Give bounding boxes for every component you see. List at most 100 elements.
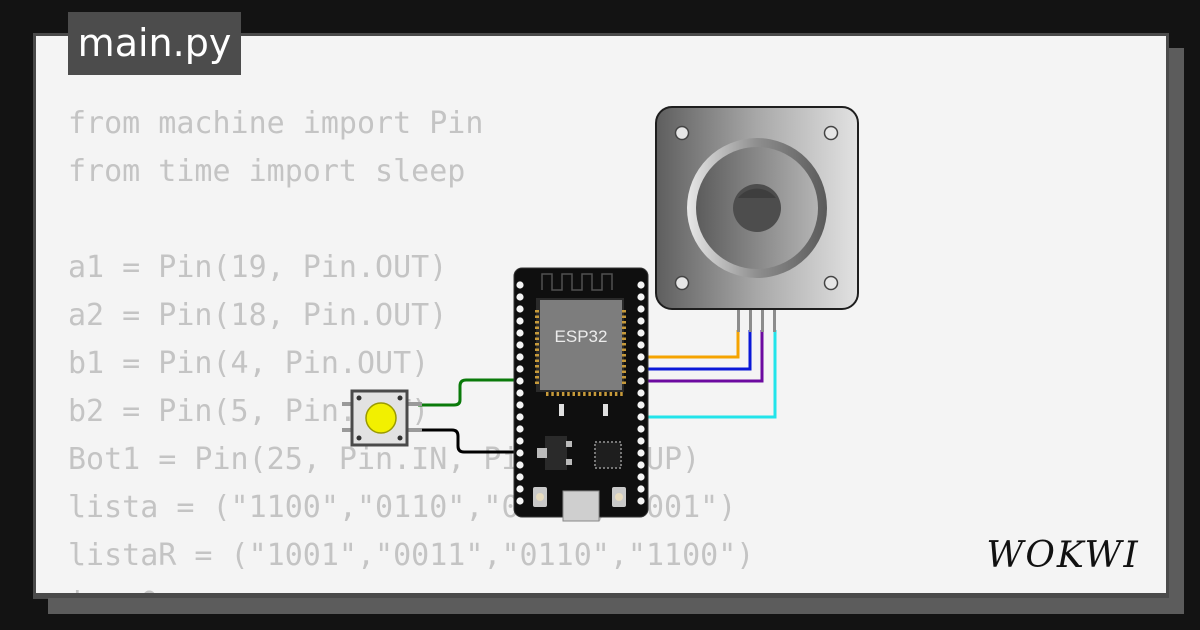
header-pin (516, 485, 524, 493)
header-pin (637, 317, 645, 325)
code-line: a2 = Pin(18, Pin.OUT) (68, 298, 448, 333)
module-contact (535, 315, 539, 318)
header-pin (516, 353, 524, 361)
module-contact (622, 365, 626, 368)
header-pin (637, 329, 645, 337)
header-pin (516, 437, 524, 445)
wires (418, 330, 777, 454)
wire-stepper-a2 (641, 330, 752, 371)
frame-bottom-bg (0, 614, 1200, 630)
code-line: b1 = Pin(4, Pin.OUT) (68, 346, 430, 381)
module-contact (583, 392, 586, 396)
module-contact (535, 354, 539, 357)
header-pin (516, 461, 524, 469)
module-contact (622, 310, 626, 313)
code-line: Bot1 = Pin(25, Pin.IN, Pin.PULL_UP) (68, 442, 701, 477)
header-pin (637, 353, 645, 361)
header-pin (637, 449, 645, 457)
wire-stepper-b1 (641, 330, 764, 383)
module-contact (535, 310, 539, 313)
module-contact (535, 343, 539, 346)
module-contact (535, 376, 539, 379)
module-contact (622, 321, 626, 324)
code-line: a1 = Pin(19, Pin.OUT) (68, 250, 448, 285)
header-pin (516, 425, 524, 433)
frame-bottom-shadow (48, 598, 1184, 614)
module-contact (535, 326, 539, 329)
wire-stepper-a1 (641, 330, 740, 359)
module-contact (622, 376, 626, 379)
wire-stepper-b2 (641, 330, 777, 419)
header-pin (516, 281, 524, 289)
header-pin (637, 293, 645, 301)
code-line: listaR = ("1001","0011","0110","1100") (68, 538, 755, 573)
module-contact (551, 392, 554, 396)
module-contact (535, 365, 539, 368)
code-editor[interactable]: from machine import Pin from time import … (68, 100, 754, 628)
code-line: from time import sleep (68, 154, 466, 189)
button-cap (365, 402, 397, 434)
header-pin (637, 305, 645, 313)
module-contact (622, 343, 626, 346)
header-pin (516, 341, 524, 349)
module-contact (622, 348, 626, 351)
header-pin (516, 473, 524, 481)
header-pin (516, 449, 524, 457)
header-pin (637, 485, 645, 493)
module-contact (535, 348, 539, 351)
module-contact (561, 392, 565, 396)
module-contact (577, 392, 581, 396)
module-contact (622, 337, 626, 340)
module-contact (567, 392, 570, 396)
header-pin (637, 473, 645, 481)
pushbutton[interactable] (342, 389, 422, 447)
module-contact (604, 392, 607, 396)
header-pin (637, 413, 645, 421)
header-pin (516, 329, 524, 337)
board-label: ESP32 (555, 327, 608, 346)
header-pin (637, 377, 645, 385)
esp32-board[interactable]: ESP32 (513, 267, 649, 522)
wire-button-signal (418, 378, 520, 407)
header-pin (637, 425, 645, 433)
stepper-motor[interactable] (655, 106, 859, 332)
header-pin (637, 365, 645, 373)
header-pin (637, 281, 645, 289)
header-pin (516, 293, 524, 301)
frame-bottom (33, 593, 1169, 598)
module-contact (535, 359, 539, 362)
module-contact (622, 332, 626, 335)
header-pin (516, 401, 524, 409)
module-contact (622, 326, 626, 329)
module-contact (556, 392, 560, 396)
module-contact (535, 337, 539, 340)
module-contact (593, 392, 597, 396)
header-pin (516, 365, 524, 373)
header-pin (516, 317, 524, 325)
filename-tab[interactable]: main.py (68, 12, 241, 75)
module-contact (622, 381, 626, 384)
module-contact (620, 392, 623, 396)
header-pin (516, 377, 524, 385)
wire-button-ground (418, 428, 520, 454)
module-contact (535, 332, 539, 335)
module-contact (622, 359, 626, 362)
code-line: lista = ("1100","0110","0011","1001") (68, 490, 737, 525)
code-line: from machine import Pin (68, 106, 484, 141)
header-pin (637, 401, 645, 409)
module-contact (546, 392, 549, 396)
wokwi-logo: WOKWI (986, 535, 1139, 576)
header-pin (637, 389, 645, 397)
header-pin (637, 437, 645, 445)
logo-text: WOKWI (986, 535, 1139, 576)
header-pin (516, 389, 524, 397)
module-contact (535, 321, 539, 324)
header-pin (516, 413, 524, 421)
module-contact (622, 370, 626, 373)
module-contact (535, 381, 539, 384)
module-contact (614, 392, 618, 396)
header-pin (516, 305, 524, 313)
module-contact (572, 392, 575, 396)
header-pin (516, 497, 524, 505)
